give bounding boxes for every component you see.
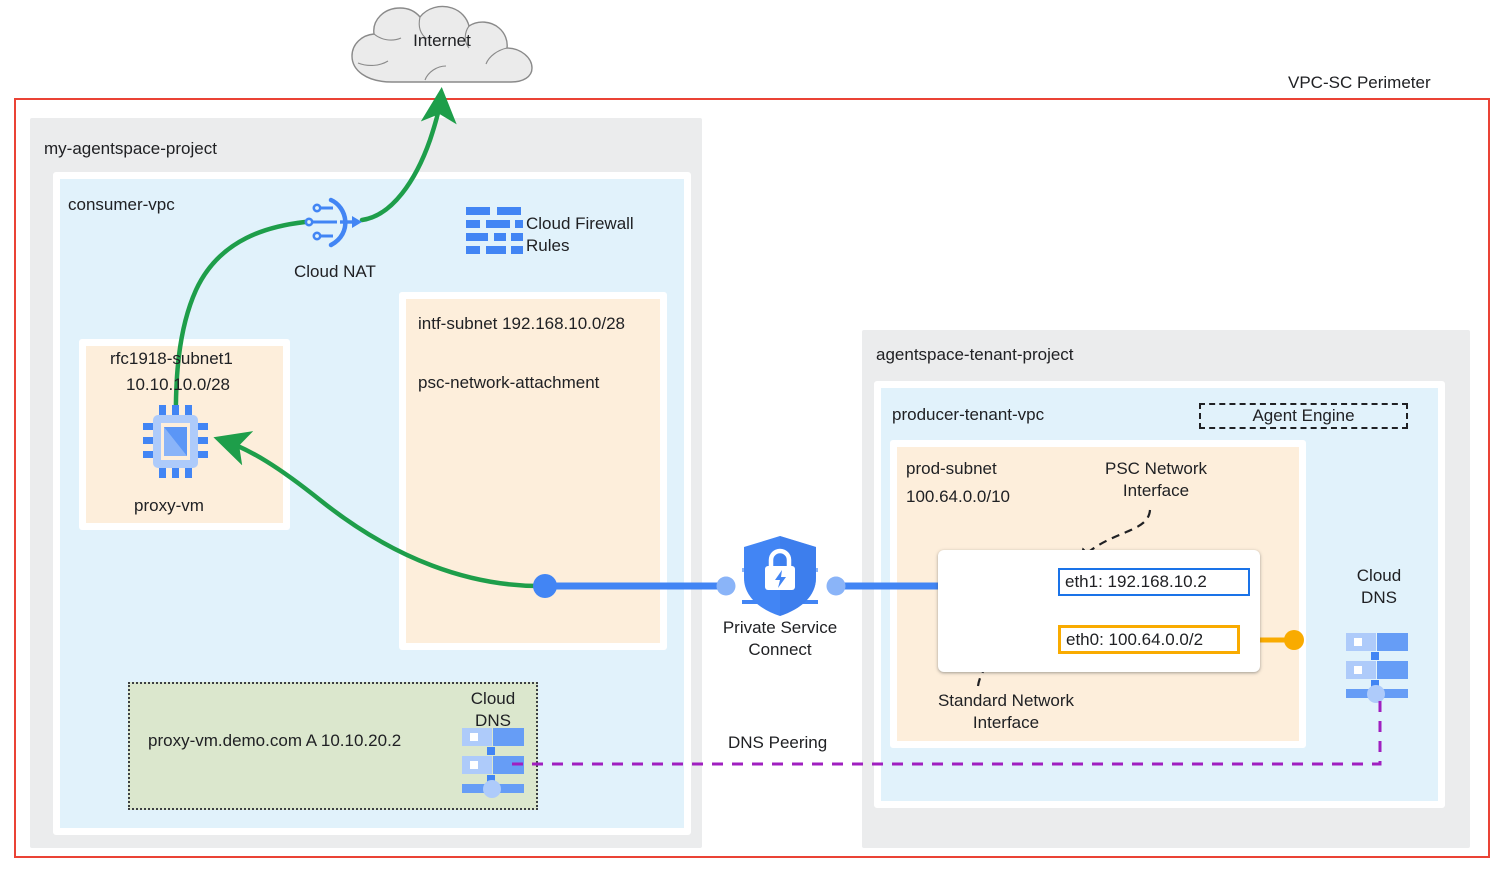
proxy-vm-label: proxy-vm [134, 496, 204, 515]
producer-tenant-vpc-label: producer-tenant-vpc [892, 405, 1045, 424]
cloud-dns-label-left: Cloud DNS [470, 689, 516, 730]
agent-engine-label: Agent Engine [1252, 406, 1355, 425]
dns-peering-label: DNS Peering [728, 733, 828, 752]
tenant-project-label: agentspace-tenant-project [876, 345, 1074, 364]
nic-eth0-chip[interactable]: eth0: 100.64.0.0/2 [1058, 625, 1240, 654]
vpc-sc-perimeter-border [14, 98, 1490, 858]
agent-engine-box: Agent Engine [1199, 403, 1408, 429]
vpc-sc-perimeter-label: VPC-SC Perimeter [1288, 73, 1431, 92]
dns-record-label: proxy-vm.demo.com A 10.10.20.2 [148, 731, 402, 750]
consumer-vpc-label: consumer-vpc [68, 195, 175, 214]
consumer-project-label: my-agentspace-project [44, 139, 217, 158]
psc-network-interface-annotation: PSC Network Interface [1104, 459, 1208, 500]
private-service-connect-label: Private Service Connect [722, 618, 838, 659]
cloud-firewall-label: Cloud Firewall Rules [526, 214, 634, 255]
cloud-dns-label-right: Cloud DNS [1356, 566, 1402, 607]
nic-eth1-chip[interactable]: eth1: 192.168.10.2 [1058, 568, 1250, 596]
prod-subnet-cidr: 100.64.0.0/10 [906, 487, 1010, 506]
intf-subnet-label: intf-subnet 192.168.10.0/28 [418, 314, 625, 333]
cloud-nat-label: Cloud NAT [294, 262, 376, 281]
rfc1918-subnet-cidr: 10.10.10.0/28 [126, 375, 230, 394]
rfc1918-subnet-name: rfc1918-subnet1 [110, 349, 233, 368]
intf-subnet-container [399, 292, 667, 650]
psc-network-attachment-label: psc-network-attachment [418, 373, 600, 392]
standard-network-interface-annotation: Standard Network Interface [937, 691, 1075, 732]
prod-subnet-name: prod-subnet [906, 459, 997, 478]
internet-label: Internet [413, 31, 471, 50]
